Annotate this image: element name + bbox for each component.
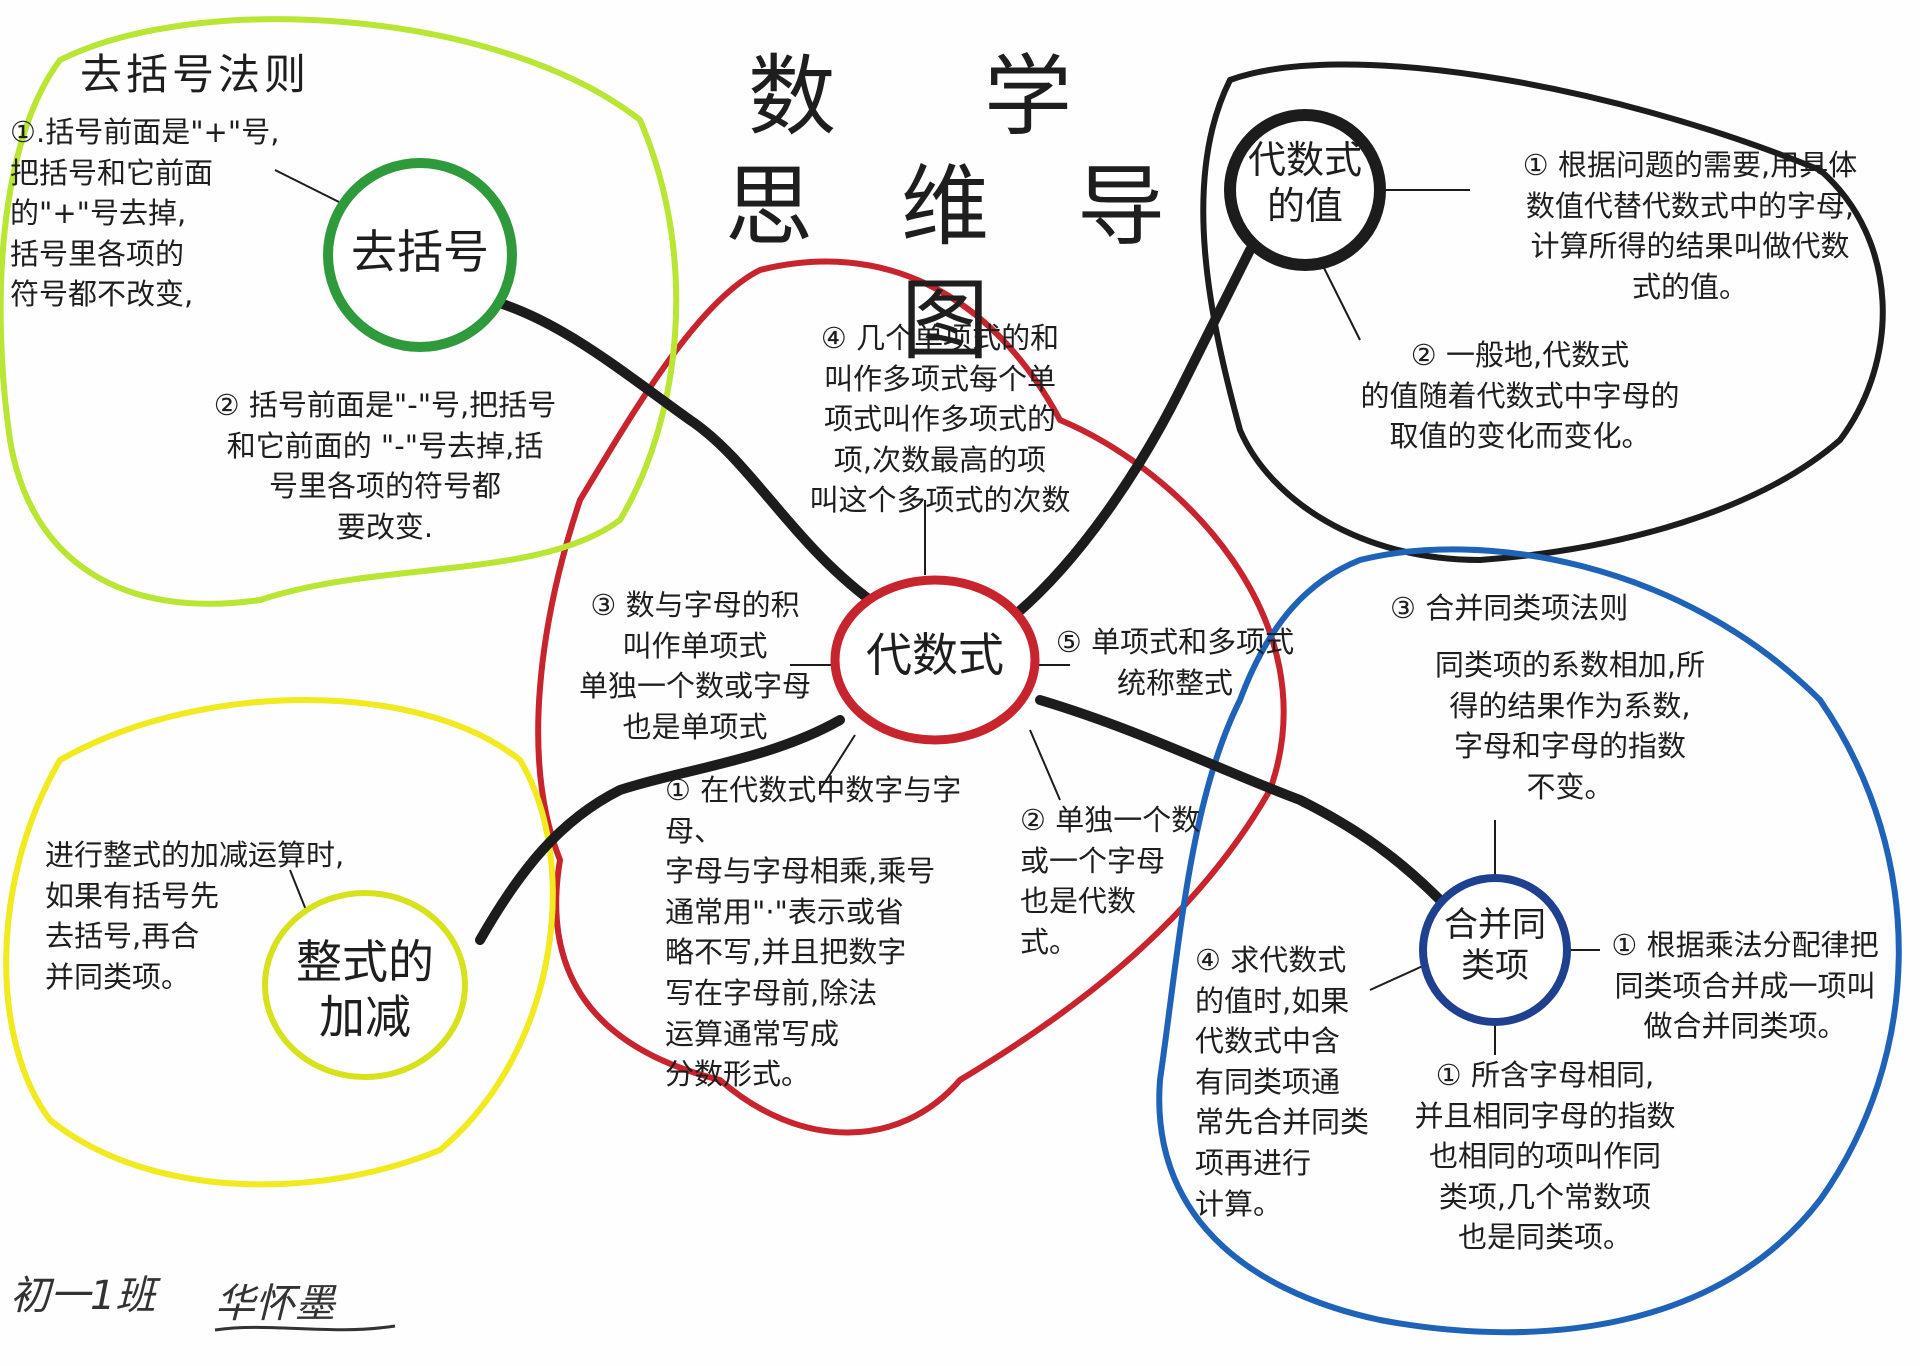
signature-underline xyxy=(214,1324,396,1332)
signature-author: 华怀墨 xyxy=(215,1281,335,1327)
algebraic-value-node-label: 代数式 的值 xyxy=(1247,138,1362,228)
leader-note1 xyxy=(819,734,856,791)
combine-like-terms-note-4: ④ 求代数式 的值时,如果 代数式中含 有同类项通 常先合并同类 项再进行 计算… xyxy=(1195,943,1370,1221)
combine-like-terms-node-label: 合并同 类项 xyxy=(1444,905,1546,986)
leader-value-note2 xyxy=(1319,259,1361,341)
integral-add-sub-node-circle xyxy=(262,890,468,1080)
branch-to-integral-add-sub xyxy=(475,715,845,945)
remove-brackets-node-label: 去括号 xyxy=(351,225,489,279)
center-note-4: ④ 几个单项式的和 叫作多项式每个单 项式叫作多项式的 项,次数最高的项 叫这个… xyxy=(809,321,1071,518)
blue-region-outline xyxy=(1156,546,1902,1336)
remove-brackets-rule-2: ② 括号前面是"-"号,把括号 和它前面的 "-"号去掉,括 号里各项的符号都 … xyxy=(213,388,557,544)
combine-like-terms-rule-body: 同类项的系数相加,所 得的结果作为系数, 字母和字母的指数 不变。 xyxy=(1434,648,1706,804)
branch-to-algebraic-value xyxy=(1010,245,1255,620)
center-node-label: 代数式 xyxy=(866,628,1004,682)
integral-add-sub-node-label: 整式的 加减 xyxy=(296,935,434,1045)
title-line-1: 数 学 xyxy=(748,45,1132,148)
title-line-2: 思 维 导 图 xyxy=(725,155,1195,373)
center-note-5: ⑤ 单项式和多项式 统称整式 xyxy=(1055,625,1295,700)
combine-like-terms-rule-heading: ③ 合并同类项法则 xyxy=(1390,591,1629,625)
algebraic-value-node-circle xyxy=(1224,109,1386,271)
remove-brackets-rule-1: ①.括号前面是"+"号, 把括号和它前面 的"+"号去掉, 括号里各项的 符号都… xyxy=(10,115,280,312)
remove-brackets-node-circle xyxy=(323,158,517,352)
red-region-outline xyxy=(535,258,1287,1136)
leader-combine-note4 xyxy=(1369,964,1426,991)
remove-brackets-heading: 去括号法则 xyxy=(80,50,311,99)
signature-class: 初一1班 xyxy=(10,1273,156,1319)
algebraic-value-note-2: ② 一般地,代数式 的值随着代数式中字母的 取值的变化而变化。 xyxy=(1360,338,1680,454)
center-node-circle xyxy=(830,575,1040,745)
algebraic-value-note-1: ① 根据问题的需要,用具体 数值代替代数式中的字母, 计算所得的结果叫做代数 式… xyxy=(1522,148,1858,304)
center-note-3: ③ 数与字母的积 叫作单项式 单独一个数或字母 也是单项式 xyxy=(578,588,811,744)
integral-add-sub-note: 进行整式的加减运算时, 如果有括号先 去括号,再合 并同类项。 xyxy=(45,838,345,994)
black-region-outline xyxy=(1200,61,1886,564)
center-note-1: ① 在代数式中数字与字母、 字母与字母相乘,乘号 通常用"·"表示或省 略不写,… xyxy=(665,773,962,1092)
branch-to-combine-like-terms xyxy=(1035,695,1445,905)
center-note-2: ② 单独一个数 或一个字母 也是代数 式。 xyxy=(1020,803,1201,959)
combine-like-terms-note-0: ① 所含字母相同, 并且相同字母的指数 也相同的项叫作同 类项,几个常数项 也是… xyxy=(1414,1058,1676,1255)
branch-to-remove-brackets xyxy=(485,295,875,605)
combine-like-terms-note-1: ① 根据乘法分配律把 同类项合并成一项叫 做合并同类项。 xyxy=(1611,928,1879,1044)
lime-region-outline xyxy=(0,16,680,607)
leader-note2 xyxy=(1029,729,1061,801)
yellow-region-outline xyxy=(3,697,556,1188)
combine-like-terms-node-circle xyxy=(1419,874,1571,1026)
